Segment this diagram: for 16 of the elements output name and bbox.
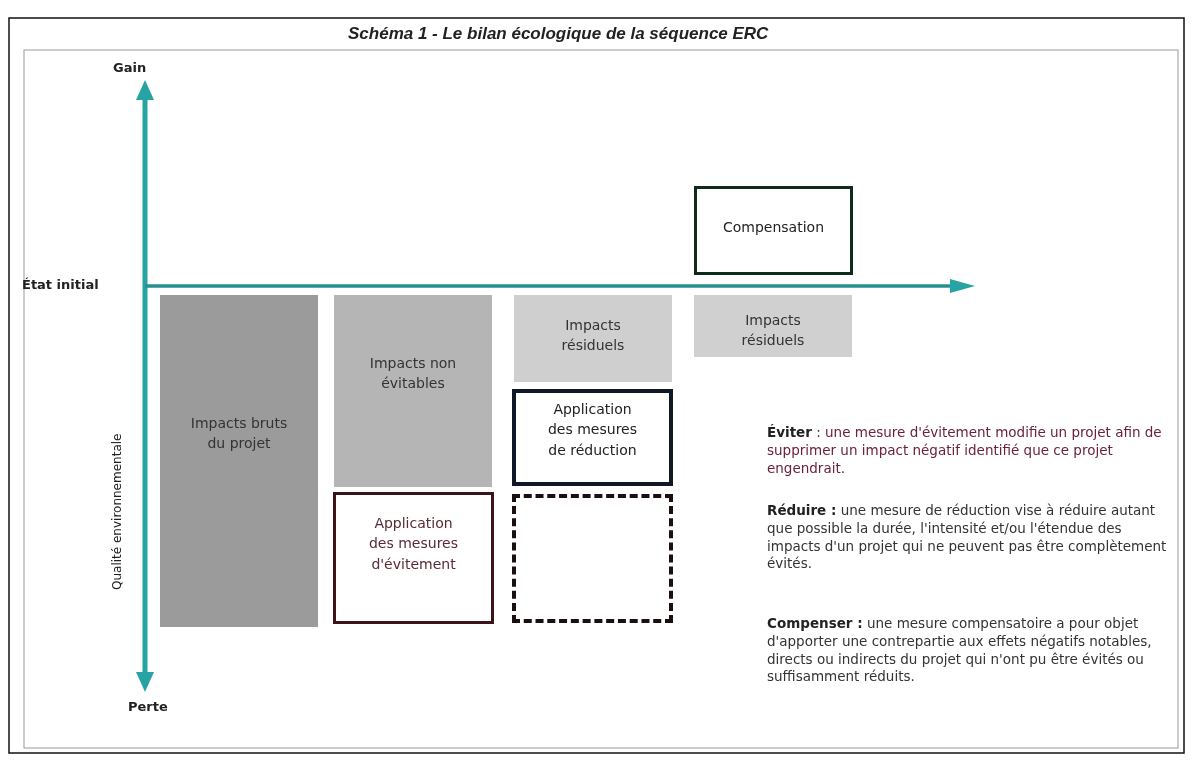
diagram-title: Schéma 1 - Le bilan écologique de la séquence ERC <box>348 24 769 44</box>
impact-box: Impacts bruts du projet <box>160 295 318 627</box>
measure-box: Compensation <box>694 186 853 275</box>
axis-label: État initial <box>22 277 99 292</box>
measure-box: Application des mesures d'évitement <box>333 492 494 624</box>
definition-text: Éviter : une mesure d'évitement modifie un projet afin de supprimer un impact négatif identifié que ce projet engendrait. <box>767 424 1163 478</box>
measure-box: Application des mesures de réduction <box>512 389 673 486</box>
axis-title: Qualité environnementale <box>110 433 124 590</box>
impact-box: Impacts résiduels <box>514 295 672 382</box>
definition-text: Réduire : une mesure de réduction vise à réduire autant que possible la durée, l'intensité et/ou l'étendue des impacts d'un projet qui ne peuvent pas être complètement évités. <box>767 502 1168 574</box>
impact-box: Impacts résiduels <box>694 295 852 357</box>
axis-label: Gain <box>113 60 147 75</box>
dashed-empty-box <box>512 494 673 623</box>
definition-text: Compenser : une mesure compensatoire a pour objet d'apporter une contrepartie aux effets négatifs notables, directs ou indirects du projet qui n'ont pu être évités ou suffisamment réduits. <box>767 615 1153 687</box>
impact-box: Impacts non évitables <box>334 295 492 487</box>
axis-label: Perte <box>128 699 168 714</box>
